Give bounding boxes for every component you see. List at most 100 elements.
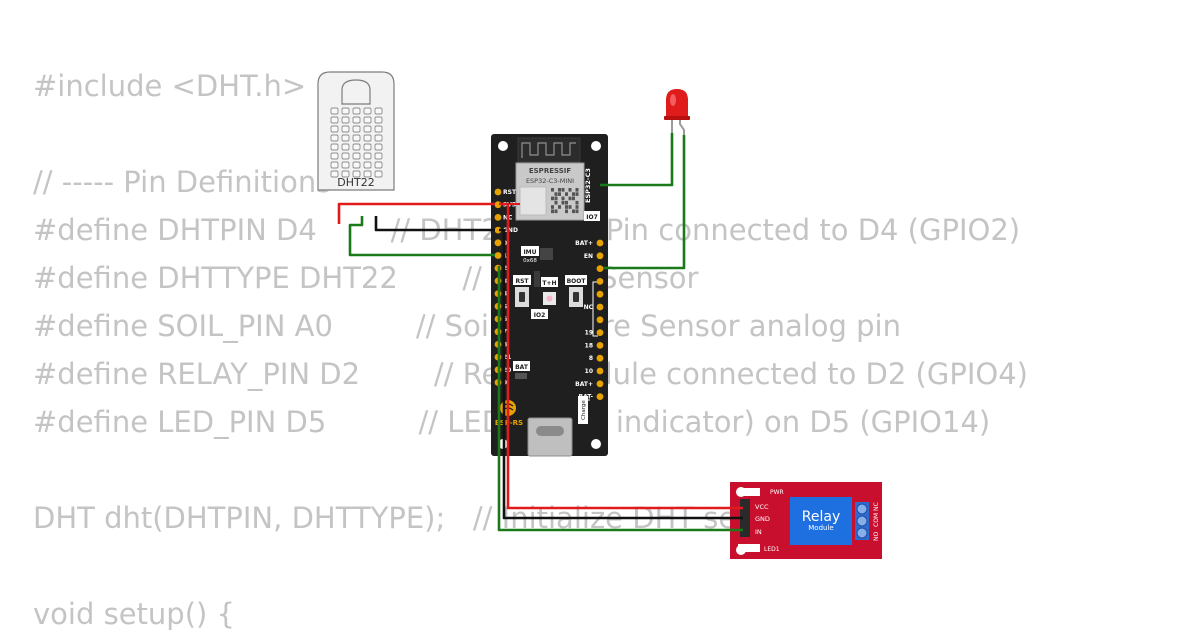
dht-vent-hole (330, 107, 339, 115)
left-pin[interactable] (494, 239, 502, 247)
right-b-pin[interactable] (596, 278, 604, 285)
right-b-pin-label: 19 (585, 330, 593, 337)
dht-vent-hole (363, 125, 372, 133)
dht-vent-hole (374, 143, 383, 151)
right-b-pin-label: BAT+ (575, 240, 593, 247)
dht-vent-hole (341, 161, 350, 169)
dht-vent-hole (352, 125, 361, 133)
side-label: ESP32-C3 (584, 168, 592, 203)
qr-cell (568, 196, 572, 201)
qr-cell (568, 188, 572, 192)
relay-pin-vcc: VCC (755, 503, 769, 511)
qr-cell (558, 192, 561, 196)
dht-vent-hole (330, 116, 339, 124)
qr-cell (554, 192, 558, 196)
th-label: T+H (542, 280, 556, 287)
right-b-pin[interactable] (596, 367, 604, 375)
dht-vent-hole (363, 143, 372, 151)
qr-cell (551, 205, 554, 209)
right-b-pin[interactable] (596, 303, 604, 311)
dht-vent-hole (341, 116, 350, 124)
qr-cell (575, 200, 579, 205)
right-b-pin[interactable] (596, 290, 604, 298)
dht-vent-hole (374, 116, 383, 124)
dht-vent-hole (352, 170, 361, 178)
usb-c-port[interactable] (527, 417, 573, 457)
dht-vent-hole (341, 143, 350, 151)
right-b-pin[interactable] (596, 329, 604, 336)
left-pin[interactable] (494, 188, 502, 196)
imu-label: IMU (523, 249, 536, 256)
qr-cell (565, 200, 568, 205)
dht-vent-hole (374, 134, 383, 142)
dht-vent-hole (352, 152, 361, 160)
right-b-pin[interactable] (596, 252, 604, 260)
qr-cell (572, 196, 575, 201)
dht-vent-hole (374, 107, 383, 115)
code-line: #include <DHT.h> (33, 69, 307, 103)
qr-cell (575, 188, 579, 192)
right-b-pin[interactable] (596, 342, 604, 349)
qr-cell (561, 196, 565, 201)
qr-cell (551, 209, 554, 214)
dht22-label: DHT22 (337, 176, 374, 189)
right-b-pin[interactable] (596, 265, 604, 272)
right-b-pin-label: 18 (585, 342, 593, 349)
dht-vent-hole (341, 134, 350, 142)
dht-vent-hole (330, 170, 339, 178)
qr-cell (572, 209, 575, 214)
relay-subtitle: Module (808, 524, 833, 532)
right-b-pin-label: 8 (589, 355, 593, 362)
code-line: #define RELAY_PIN D2 // Relay Module con… (33, 357, 1028, 391)
dht-vent-hole (341, 170, 350, 178)
dht-vent-hole (330, 143, 339, 151)
qr-cell (568, 205, 572, 209)
qr-cell (554, 196, 558, 201)
io7-label-bg (584, 211, 600, 221)
io2-label: IO2 (534, 312, 546, 319)
code-line: #define DHTPIN D4 // DHT22 Data Pin conn… (33, 213, 1021, 247)
right-b-pin[interactable] (596, 354, 604, 362)
qr-cell (575, 209, 579, 214)
wire-dht-data (348, 216, 495, 257)
dht-vent-hole (352, 143, 361, 151)
dht-vent-hole (363, 107, 372, 115)
relay-terminal-com: COM (873, 513, 880, 527)
right-b-pin[interactable] (596, 239, 604, 247)
qr-cell (558, 188, 561, 192)
charge-label: Charge (581, 400, 587, 420)
wire-dht-gnd (374, 216, 495, 232)
right-b-pin-label: EN (584, 253, 593, 260)
dht-vent-hole (352, 116, 361, 124)
dht-vent-hole (374, 125, 383, 133)
qr-cell (551, 196, 554, 201)
relay-terminal-no: NO (873, 532, 880, 541)
dht-vent-hole (363, 152, 372, 160)
left-pin[interactable] (494, 252, 502, 259)
qr-cell (554, 200, 558, 205)
qr-cell (575, 192, 579, 196)
relay-pin-in: IN (755, 528, 762, 536)
module-brand: ESPRESSIF (529, 167, 571, 175)
wire-relay-in (497, 266, 743, 532)
left-pin-label: RST (503, 189, 517, 196)
relay-led-label: LED1 (764, 546, 780, 553)
relay-module[interactable]: PWR LED1 VCC GND IN Relay Module NO COM … (730, 482, 882, 559)
red-led[interactable] (664, 89, 690, 135)
qr-cell (572, 192, 575, 196)
left-pin[interactable] (494, 214, 502, 221)
code-line: void setup() { (33, 597, 235, 631)
right-b-pin[interactable] (596, 393, 604, 400)
left-pin[interactable] (494, 226, 502, 234)
right-b-pin[interactable] (596, 316, 604, 324)
dht-vent-hole (374, 170, 383, 178)
dht22-sensor[interactable]: DHT22 (317, 71, 395, 191)
right-b-pin[interactable] (596, 380, 604, 388)
wire-led-cathode (603, 135, 686, 270)
dht-vent-hole (330, 134, 339, 142)
wire-dht-vcc (337, 202, 495, 224)
code-line: // ----- Pin Definitions ----- (33, 165, 393, 199)
qr-cell (561, 188, 565, 192)
bat-label: BAT (515, 364, 529, 371)
dht-vent-hole (352, 161, 361, 169)
